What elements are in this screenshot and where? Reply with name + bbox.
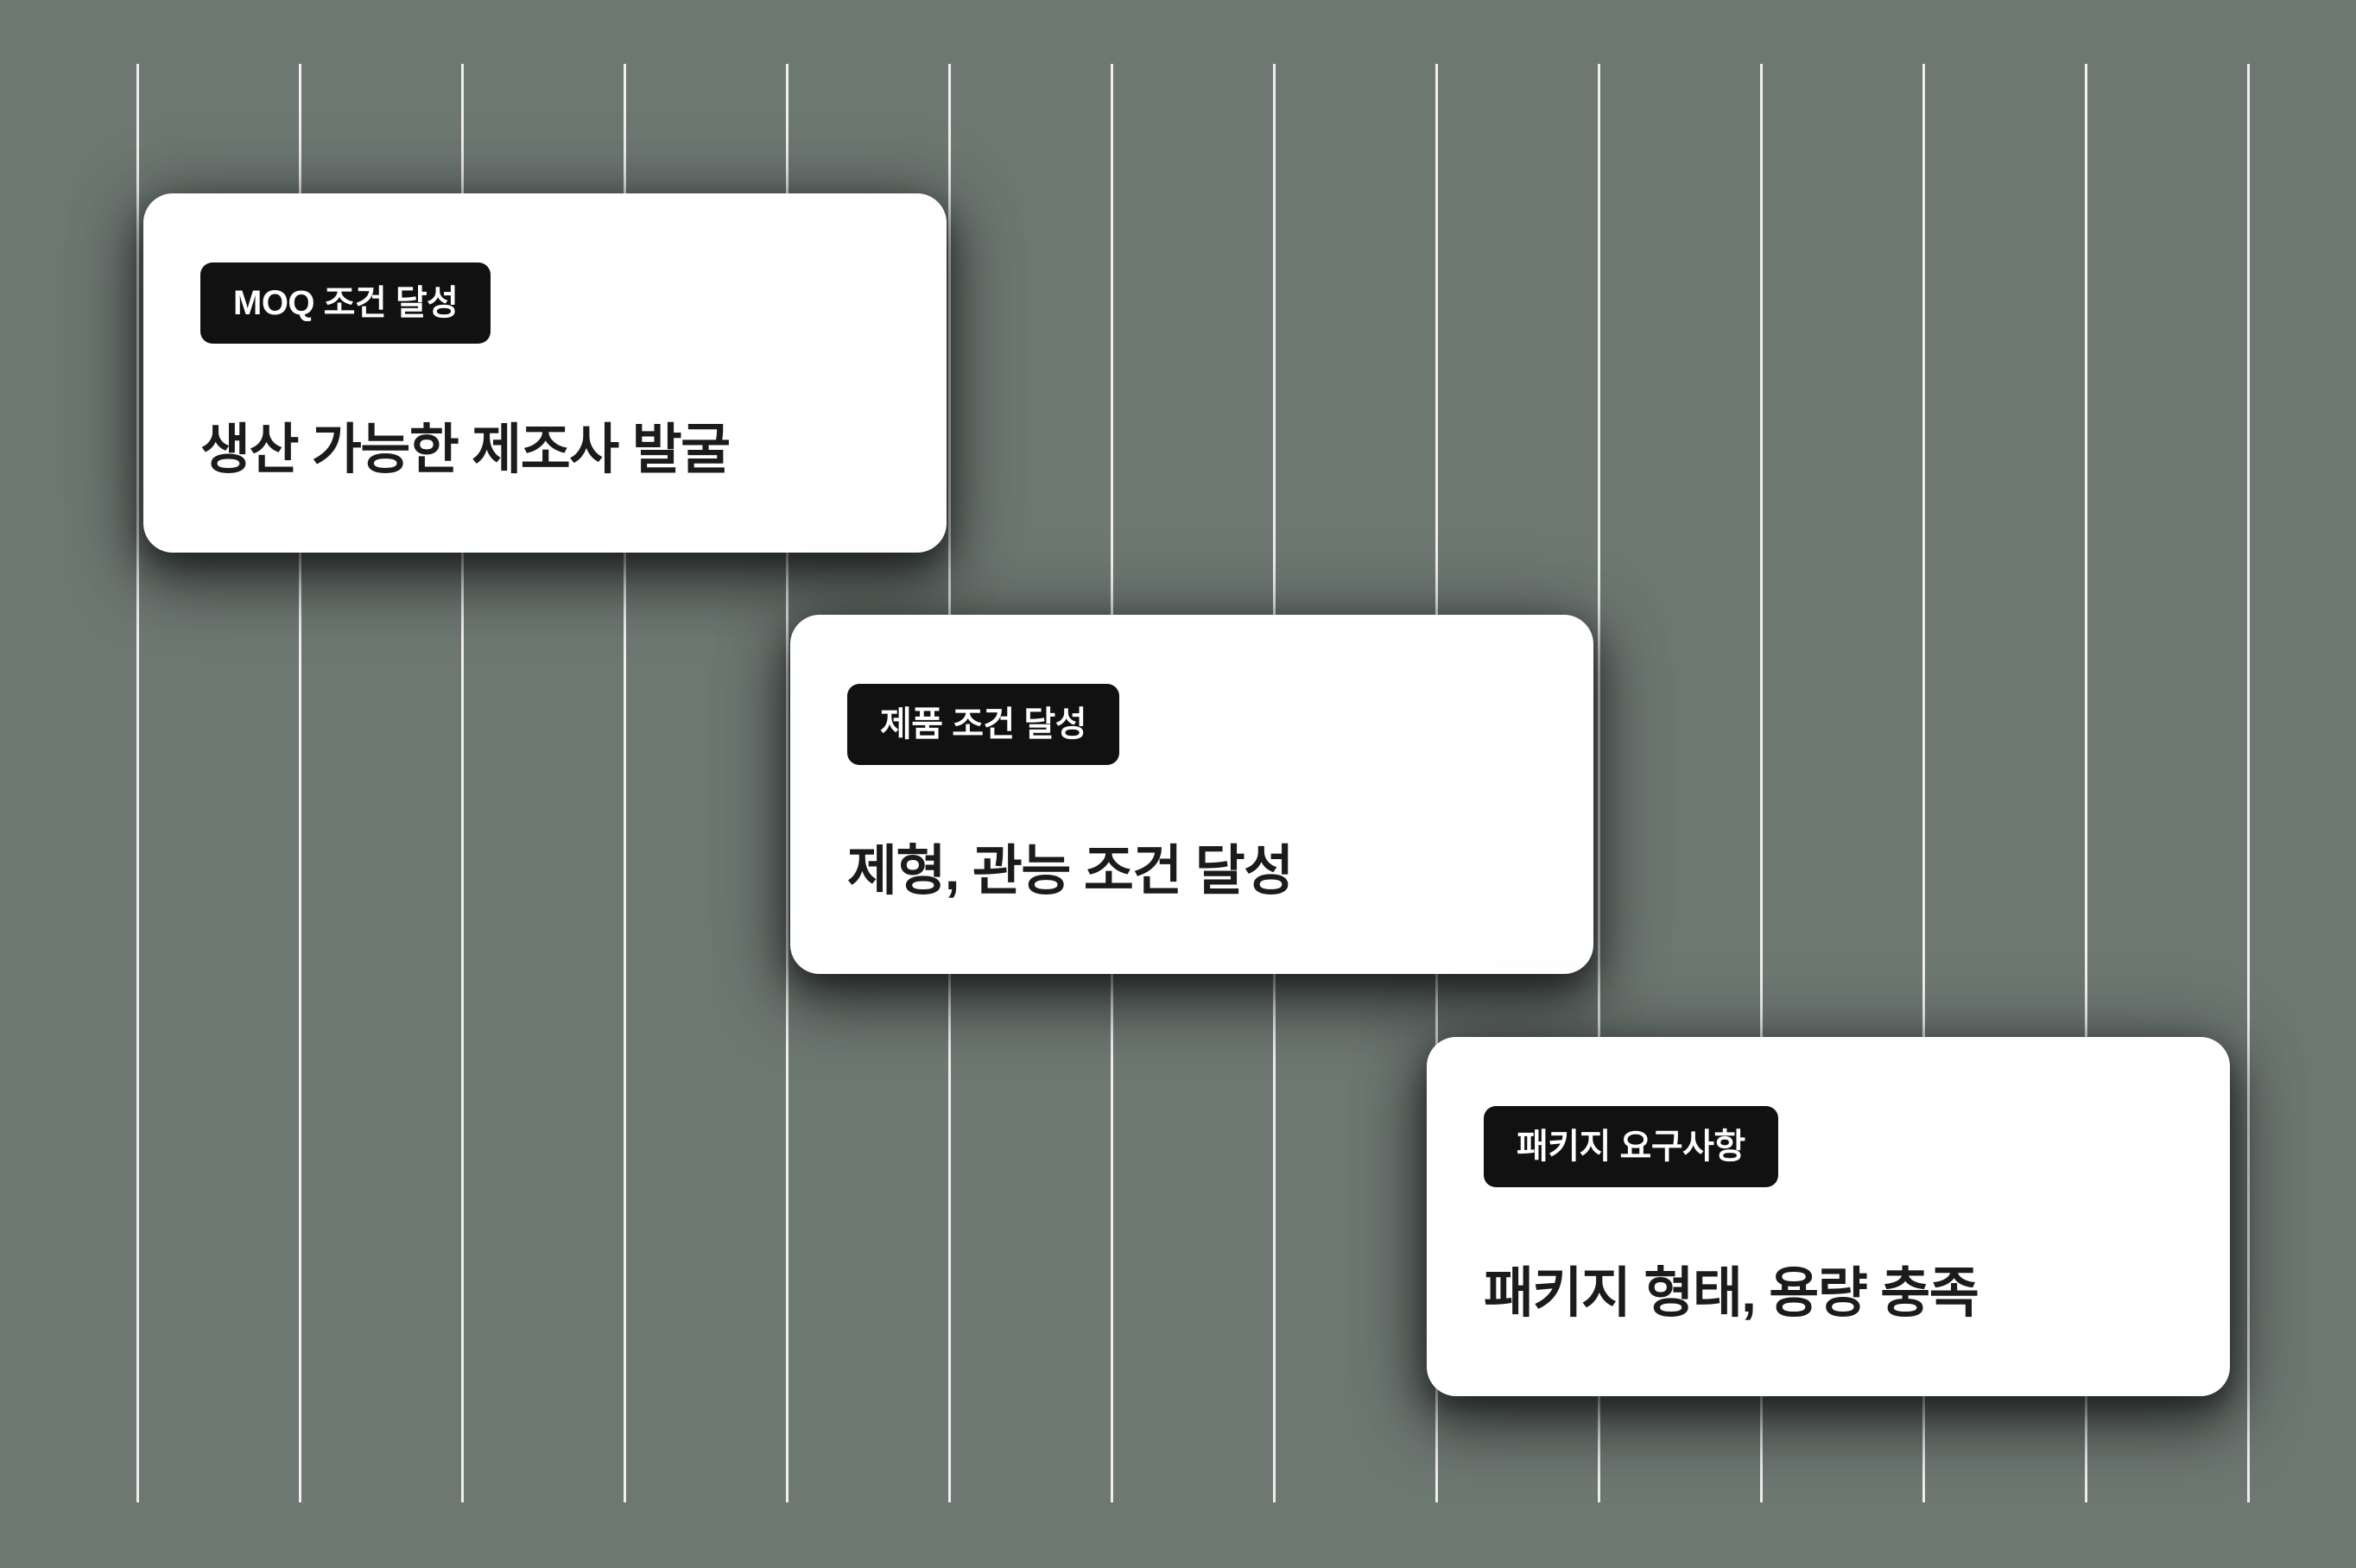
- badge-moq: MOQ 조건 달성: [200, 262, 491, 344]
- badge-package: 패키지 요구사항: [1484, 1106, 1778, 1187]
- card-package: 패키지 요구사항 패키지 형태, 용량 충족: [1427, 1037, 2230, 1396]
- card-moq: MOQ 조건 달성 생산 가능한 제조사 발굴: [143, 193, 947, 553]
- card-package-title: 패키지 형태, 용량 충족: [1484, 1263, 1979, 1324]
- card-product-title: 제형, 관능 조건 달성: [847, 841, 1294, 901]
- card-product: 제품 조건 달성 제형, 관능 조건 달성: [790, 615, 1593, 974]
- card-moq-title: 생산 가능한 제조사 발굴: [200, 420, 731, 480]
- badge-product: 제품 조건 달성: [847, 684, 1120, 765]
